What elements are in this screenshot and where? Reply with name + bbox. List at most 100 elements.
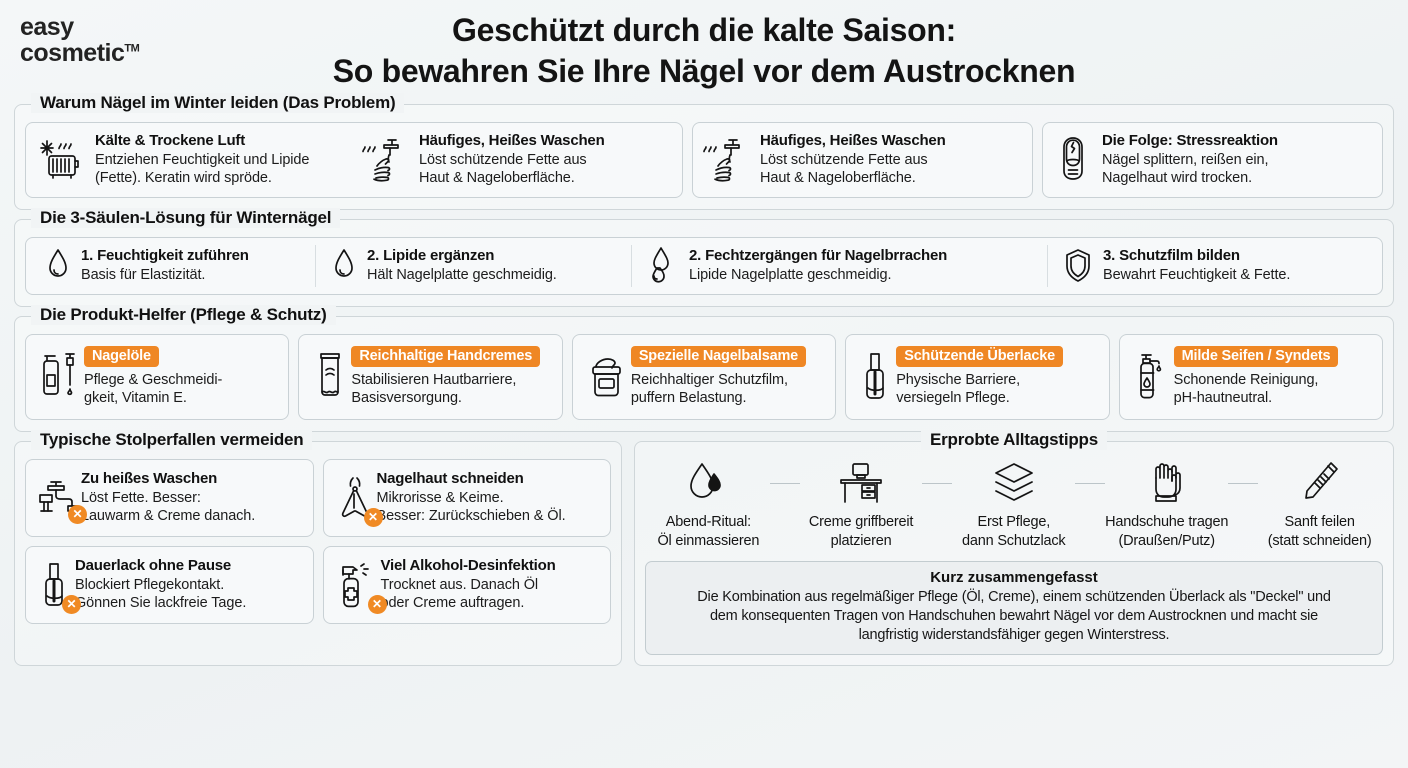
brand-line-2: cosmeticTM bbox=[20, 39, 140, 68]
page-title: Geschützt durch die kalte Saison: So bew… bbox=[14, 10, 1394, 92]
section-pitfalls-legend: Typische Stolperfallen vermeiden bbox=[31, 429, 313, 450]
nail-polish-icon bbox=[856, 348, 896, 406]
pitfall-card-alcohol-disinfection: ✕ Viel Alkohol-Desinfektion Trocknet aus… bbox=[322, 545, 611, 624]
tip-gentle-filing: Sanft feilen (statt schneiden) bbox=[1258, 459, 1381, 551]
problem-heading: Kälte & Trockene Luft bbox=[95, 132, 245, 149]
tip-label: Abend-Ritual: Öl einmassieren bbox=[657, 513, 760, 549]
pillars-card: 1. Feuchtigkeit zuführen Basis für Elast… bbox=[25, 236, 1383, 295]
pitfall-heading: Zu heißes Waschen bbox=[81, 469, 218, 487]
problem-card-hot-wash-2: Häufiges, Heißes Waschen Löst schützende… bbox=[692, 122, 1033, 198]
pillar-heading: 2. Fechtzergängen für Nagelbrrachen bbox=[689, 247, 948, 265]
product-card-hand-creams: Reichhaltige Handcremes Stabilisieren Ha… bbox=[298, 333, 563, 420]
double-drop-icon bbox=[646, 245, 680, 287]
pitfall-text-alcohol-disinfection: Viel Alkohol-Desinfektion Trocknet aus. … bbox=[381, 557, 556, 613]
problem-text-cold-air: Kälte & Trockene Luft Entziehen Feuchtig… bbox=[95, 132, 309, 188]
pitfall-desc: Trocknet aus. Danach Öl oder Creme auftr… bbox=[380, 576, 539, 612]
snowflake-radiator-icon bbox=[36, 136, 86, 184]
pillar-heading: 2. Lipide ergänzen bbox=[367, 247, 495, 265]
product-desc: Schonende Reinigung, pH-hautneutral. bbox=[1173, 371, 1319, 407]
bottom-row: Typische Stolperfallen vermeiden bbox=[14, 429, 1394, 666]
pillar-text-lipids: 2. Lipide ergänzen Hält Nagelplatte gesc… bbox=[367, 247, 557, 284]
problem-card-stress: Die Folge: Stressreaktion Nägel splitter… bbox=[1042, 122, 1383, 198]
tip-connector bbox=[1075, 482, 1106, 484]
tip-care-then-polish: Erst Pflege, dann Schutzlack bbox=[952, 459, 1075, 551]
product-desc: Pflege & Geschmeidi- gkeit, Vitamin E. bbox=[84, 371, 223, 407]
pitfall-text-hot-washing: Zu heißes Waschen Löst Fette. Besser: La… bbox=[81, 470, 255, 526]
problem-text-hot-wash-1: Häufiges, Heißes Waschen Löst schützende… bbox=[419, 132, 605, 188]
section-pitfalls: Typische Stolperfallen vermeiden bbox=[14, 429, 622, 666]
warning-x-badge: ✕ bbox=[68, 504, 87, 524]
problem-desc: Löst schützende Fette aus Haut & Nagelob… bbox=[419, 151, 587, 187]
tip-label: Erst Pflege, dann Schutzlack bbox=[962, 513, 1066, 549]
cream-tube-icon bbox=[309, 348, 351, 406]
cracked-nail-icon bbox=[1053, 133, 1093, 187]
pitfall-desc: Blockiert Pflegekontakt. Gönnen Sie lack… bbox=[75, 576, 247, 612]
trademark-symbol: TM bbox=[124, 42, 140, 55]
pitfall-heading: Nagelhaut schneiden bbox=[376, 469, 524, 487]
faucet-icon: ✕ bbox=[35, 475, 87, 524]
tip-wear-gloves: Handschuhe tragen (Draußen/Putz) bbox=[1105, 459, 1228, 551]
section-pillars: Die 3-Säulen-Lösung für Winternägel 1. F… bbox=[14, 207, 1394, 307]
product-badge: Milde Seifen / Syndets bbox=[1173, 345, 1339, 367]
title-line-1: Geschützt durch die kalte Saison: bbox=[452, 12, 956, 48]
tip-evening-ritual: Abend-Ritual: Öl einmassieren bbox=[647, 459, 770, 551]
pillar-heading: 3. Schutzfilm bilden bbox=[1103, 247, 1240, 265]
section-tips-legend: Erprobte Alltagstipps bbox=[920, 429, 1108, 450]
spray-bottle-icon: ✕ bbox=[333, 559, 387, 614]
pitfall-desc: Löst Fette. Besser: Lauwarm & Creme dana… bbox=[81, 489, 256, 525]
brand-logo: easy cosmeticTM bbox=[20, 14, 140, 68]
pitfall-card-cuticle-cutting: ✕ Nagelhaut schneiden Mikrorisse & Keime… bbox=[322, 458, 611, 537]
warning-x-badge: ✕ bbox=[62, 594, 81, 614]
tip-label: Creme griffbereit platzieren bbox=[808, 513, 914, 549]
warning-x-badge: ✕ bbox=[367, 594, 387, 614]
title-line-2: So bewahren Sie Ihre Nägel vor dem Austr… bbox=[332, 52, 1076, 89]
pitfall-heading: Dauerlack ohne Pause bbox=[75, 556, 232, 574]
problem-heading: Häufiges, Heißes Waschen bbox=[419, 132, 605, 149]
product-desc: Reichhaltiger Schutzfilm, puffern Belast… bbox=[630, 371, 788, 407]
problem-item-cold-air: Kälte & Trockene Luft Entziehen Feuchtig… bbox=[36, 132, 346, 188]
problem-desc: Nägel splittern, reißen ein, Nagelhaut w… bbox=[1102, 151, 1269, 187]
problem-desc: Löst schützende Fette aus Haut & Nagelob… bbox=[760, 151, 928, 187]
product-badge: Schützende Überlacke bbox=[896, 345, 1063, 367]
soap-dispenser-icon bbox=[1130, 348, 1174, 406]
product-card-nail-oils: Nagelöle Pflege & Geschmeidi- gkeit, Vit… bbox=[25, 333, 290, 420]
summary-body: Die Kombination aus regelmäßiger Pflege … bbox=[697, 588, 1331, 643]
product-badge: Spezielle Nagelbalsame bbox=[630, 345, 807, 367]
pillar-desc: Basis für Elastizität. bbox=[81, 266, 206, 283]
pillar-text-third: 2. Fechtzergängen für Nagelbrrachen Lipi… bbox=[689, 247, 947, 284]
pitfall-text-permanent-polish: Dauerlack ohne Pause Blockiert Pflegekon… bbox=[75, 557, 246, 613]
problem-item-hot-wash-2: Häufiges, Heißes Waschen Löst schützende… bbox=[703, 132, 1022, 188]
nail-file-icon bbox=[1258, 459, 1381, 507]
section-products-legend: Die Produkt-Helfer (Pflege & Schutz) bbox=[31, 304, 336, 325]
tip-connector bbox=[769, 482, 800, 484]
summary-title: Kurz zusammengefasst bbox=[930, 568, 1098, 586]
pillar-desc: Lipide Nagelplatte geschmeidig. bbox=[689, 266, 892, 283]
gloves-icon bbox=[1105, 459, 1228, 507]
problem-desc: Entziehen Feuchtigkeit und Lipide (Fette… bbox=[95, 151, 310, 187]
warning-x-badge: ✕ bbox=[363, 507, 383, 527]
nail-polish-icon: ✕ bbox=[35, 559, 81, 614]
problem-text-hot-wash-2: Häufiges, Heißes Waschen Löst schützende… bbox=[760, 132, 946, 188]
pillar-item-protection: 3. Schutzfilm bilden Bewahrt Feuchtigkei… bbox=[1048, 245, 1378, 287]
tip-cream-at-hand: Creme griffbereit platzieren bbox=[800, 459, 923, 551]
pitfall-card-permanent-polish: ✕ Dauerlack ohne Pause Blockiert Pflegek… bbox=[25, 545, 314, 624]
desk-icon bbox=[800, 459, 923, 507]
pillar-text-moisture: 1. Feuchtigkeit zuführen Basis für Elast… bbox=[81, 247, 249, 284]
tip-label: Handschuhe tragen (Draußen/Putz) bbox=[1105, 513, 1229, 549]
pillar-desc: Bewahrt Feuchtigkeit & Fette. bbox=[1103, 266, 1291, 283]
product-card-top-coats: Schützende Überlacke Physische Barriere,… bbox=[845, 333, 1110, 420]
dropper-bottle-icon bbox=[36, 348, 84, 406]
shield-icon bbox=[1062, 246, 1094, 286]
problem-text-stress: Die Folge: Stressreaktion Nägel splitter… bbox=[1102, 132, 1278, 188]
product-text-top-coats: Schützende Überlacke Physische Barriere,… bbox=[896, 345, 1063, 408]
water-drop-icon bbox=[44, 246, 72, 286]
pitfall-text-cuticle-cutting: Nagelhaut schneiden Mikrorisse & Keime. … bbox=[377, 470, 566, 526]
problem-card-combined: Kälte & Trockene Luft Entziehen Feuchtig… bbox=[25, 122, 683, 198]
header: easy cosmeticTM Geschützt durch die kalt… bbox=[14, 0, 1394, 104]
tip-connector bbox=[1228, 482, 1259, 484]
balm-jar-icon bbox=[583, 351, 631, 403]
product-card-mild-soaps: Milde Seifen / Syndets Schonende Reinigu… bbox=[1118, 333, 1384, 420]
pillar-item-moisture: 1. Feuchtigkeit zuführen Basis für Elast… bbox=[30, 244, 316, 287]
pillar-text-protection: 3. Schutzfilm bilden Bewahrt Feuchtigkei… bbox=[1103, 247, 1290, 284]
section-products: Die Produkt-Helfer (Pflege & Schutz) Nag… bbox=[14, 304, 1394, 432]
